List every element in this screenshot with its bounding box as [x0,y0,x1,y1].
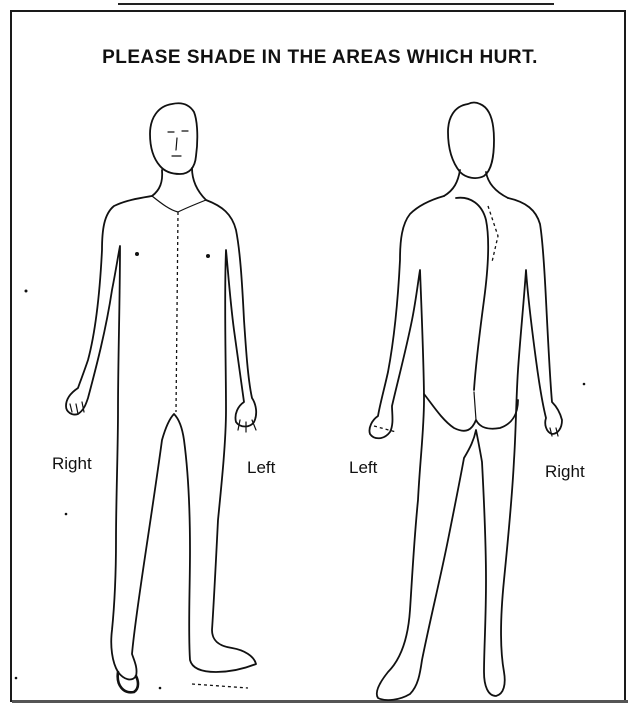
back-buttocks [424,394,518,431]
front-nipple-left [206,254,210,258]
back-body-figure[interactable] [369,103,562,701]
back-left-hand [374,426,396,432]
speck-3 [583,383,586,386]
front-right-label: Right [52,454,92,474]
front-left-label: Left [247,458,275,478]
back-right-shoulder [488,206,498,262]
front-right-hand [70,402,84,414]
back-neck [444,170,508,198]
front-neck [152,168,206,200]
back-spine-line [456,198,488,390]
back-head [448,103,494,179]
speck-5 [15,677,18,680]
back-buttocks-crease [474,392,476,420]
front-face [168,131,188,156]
back-right-label: Right [545,462,585,482]
front-nipple-right [135,252,139,256]
front-body-figure[interactable] [66,103,256,692]
front-left-foot [192,684,248,688]
front-midline [176,212,178,412]
speck-1 [25,290,28,293]
back-left-label: Left [349,458,377,478]
front-collar [152,196,206,212]
front-body-outline [66,196,256,679]
front-head [150,103,197,174]
back-right-hand [550,428,558,436]
speck-4 [159,687,162,690]
speck-2 [65,513,68,516]
back-body-outline [369,196,562,700]
